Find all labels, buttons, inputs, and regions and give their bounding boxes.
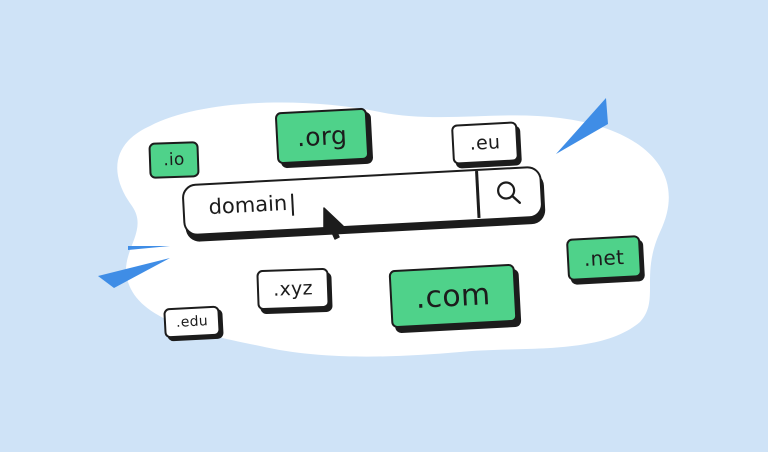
tld-tag-io[interactable]: .io — [148, 141, 200, 179]
tld-tag-edu[interactable]: .edu — [163, 305, 221, 339]
blue-spike-top-right — [556, 98, 608, 154]
tld-tag-net-label: .net — [583, 244, 625, 272]
search-button[interactable] — [477, 168, 541, 218]
tld-tag-net[interactable]: .net — [565, 235, 643, 281]
tld-tag-com[interactable]: .com — [388, 263, 518, 329]
blue-spike-left — [98, 246, 170, 288]
search-icon — [496, 180, 521, 204]
domain-search-input[interactable]: domain — [181, 165, 544, 237]
tld-tag-edu-label: .edu — [175, 313, 209, 331]
mouse-pointer-icon — [323, 207, 344, 240]
text-caret — [290, 193, 295, 216]
tld-tag-xyz-label: .xyz — [272, 277, 314, 301]
tld-tag-org[interactable]: .org — [274, 107, 370, 165]
search-query-text: domain — [207, 190, 288, 220]
search-box: domain — [181, 165, 546, 257]
tld-tag-eu[interactable]: .eu — [450, 121, 520, 165]
tld-tag-com-label: .com — [414, 276, 492, 316]
domain-search-bar: domain — [181, 165, 546, 251]
tld-tag-eu-label: .eu — [469, 131, 501, 155]
tld-tag-io-label: .io — [162, 149, 186, 171]
tld-tag-xyz[interactable]: .xyz — [256, 267, 330, 311]
tld-tag-org-label: .org — [296, 120, 348, 152]
